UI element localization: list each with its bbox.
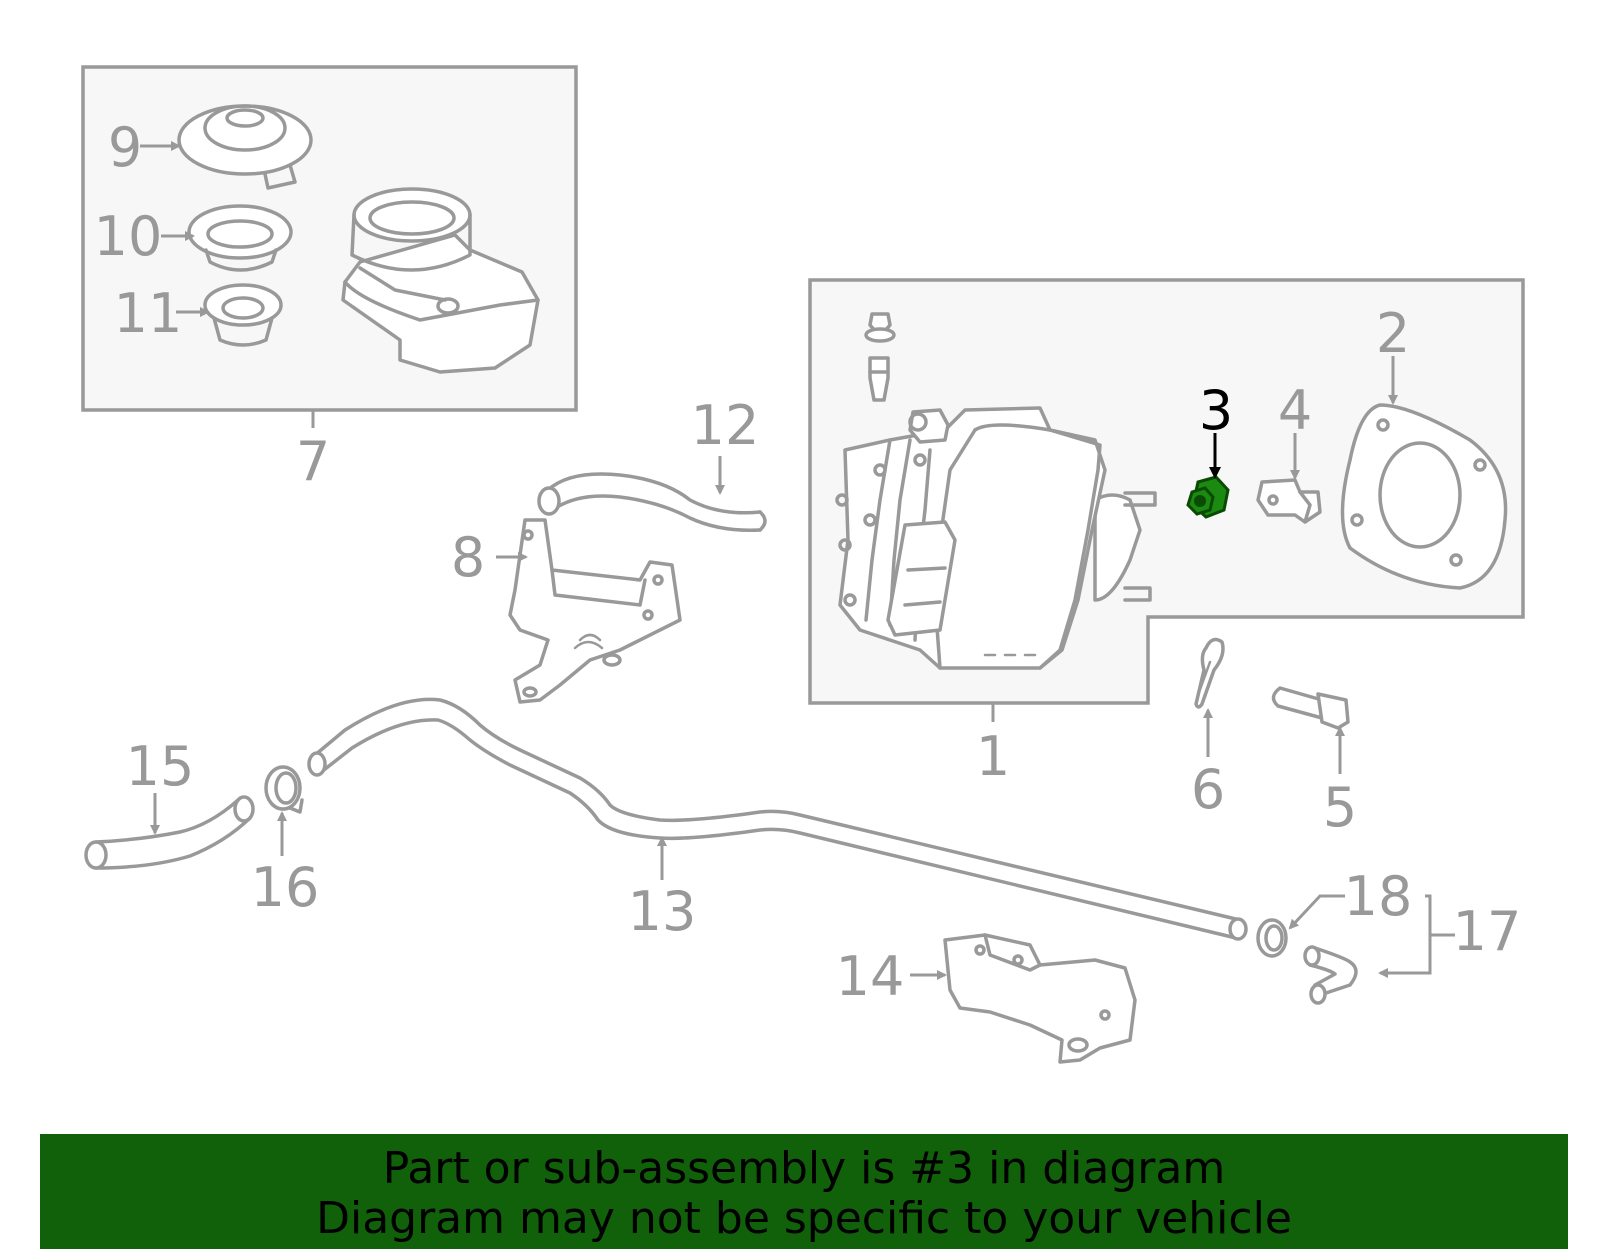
callout-5[interactable]: 5 [1323,776,1357,839]
clevis-pin-5[interactable] [1271,686,1350,730]
callout-15[interactable]: 15 [126,735,195,798]
callout-12[interactable]: 12 [691,394,760,457]
callout-18[interactable]: 18 [1344,865,1413,928]
hose-17[interactable] [1303,945,1358,1005]
reservoir-cap-9[interactable] [177,104,313,190]
callout-4[interactable]: 4 [1278,379,1312,442]
clip-4[interactable] [1256,478,1322,524]
callout-labels: 1 2 3 4 5 6 7 8 9 10 11 12 13 14 15 16 1… [94,116,1522,1008]
hose-12[interactable] [537,472,767,532]
callout-11[interactable]: 11 [114,282,183,345]
leader-lines [140,141,1455,980]
callout-10[interactable]: 10 [94,205,163,268]
gasket-2[interactable] [1340,403,1508,590]
callout-14[interactable]: 14 [836,945,905,1008]
callout-3[interactable]: 3 [1199,379,1233,442]
callout-8[interactable]: 8 [451,526,485,589]
brake-booster-assembly[interactable] [835,406,1157,670]
callout-13[interactable]: 13 [628,880,697,943]
pin-6[interactable] [1194,637,1225,709]
hose-15[interactable] [84,795,255,870]
reservoir-body[interactable] [341,187,540,374]
bracket-14[interactable] [943,933,1137,1064]
info-banner: Part or sub-assembly is #3 in diagram Di… [40,1134,1568,1249]
callout-1[interactable]: 1 [976,725,1010,788]
nut-3-highlighted[interactable] [1186,475,1230,519]
callout-2[interactable]: 2 [1376,302,1410,365]
strainer-11[interactable] [203,283,283,347]
reservoir-group [81,65,578,428]
bracket-8[interactable] [508,518,682,704]
tube-13[interactable] [307,697,1248,941]
callout-9[interactable]: 9 [108,116,142,179]
clamp-16[interactable] [264,765,304,814]
callout-16[interactable]: 16 [251,856,320,919]
clamp-18[interactable] [1256,918,1288,958]
main-assembly-group [808,278,1525,722]
banner-line-2: Diagram may not be specific to your vehi… [316,1193,1292,1244]
callout-7[interactable]: 7 [296,430,330,493]
fitting[interactable] [864,312,896,402]
banner-line-1: Part or sub-assembly is #3 in diagram [382,1143,1226,1194]
callout-6[interactable]: 6 [1191,758,1225,821]
callout-17[interactable]: 17 [1453,900,1522,963]
